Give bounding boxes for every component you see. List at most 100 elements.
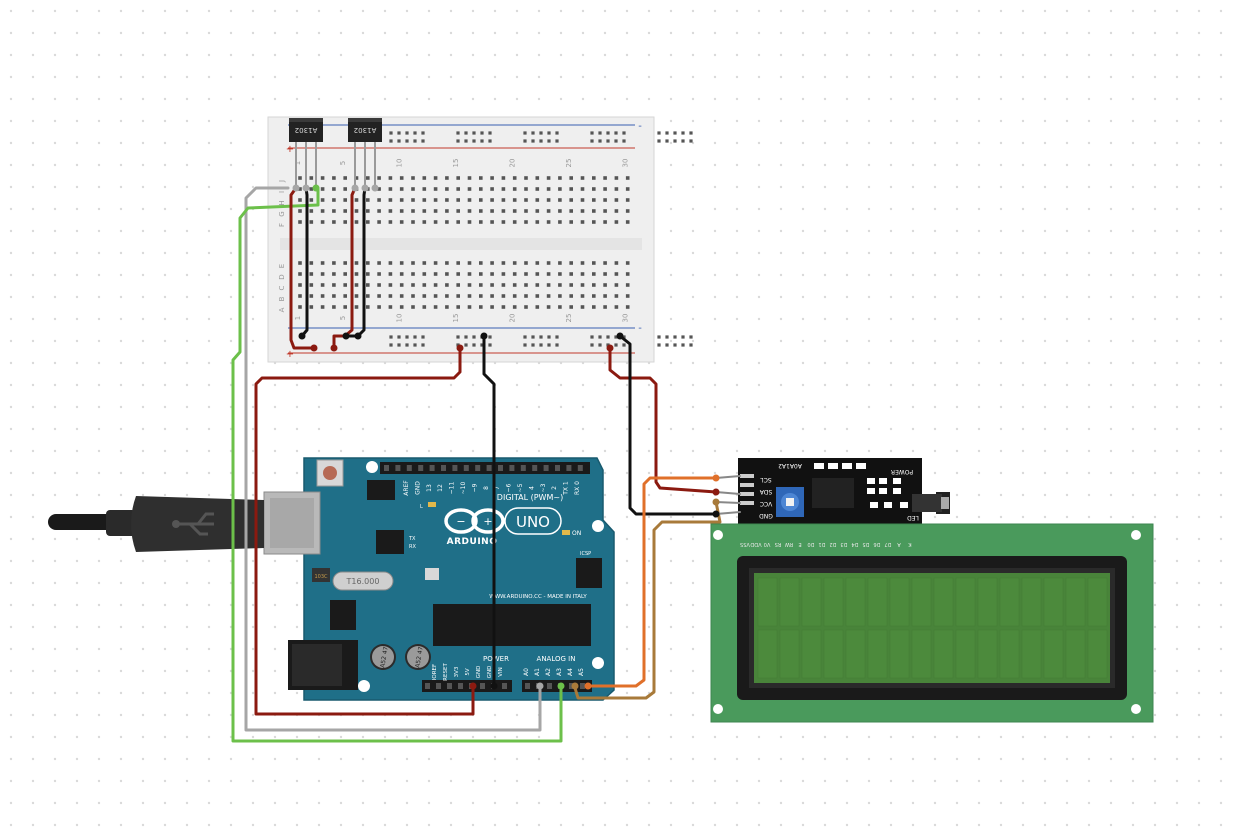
capacitor-2: A52 47 [405,644,431,670]
rail-plus-label: + [286,144,294,155]
lcd-mount-hole-4 [1131,704,1141,714]
crystal [332,571,394,591]
i2c-pin-label: VCC [760,500,772,507]
capacitor-1-text: A52 47 [379,646,390,668]
rail-plus-label-bottom: + [286,349,294,360]
lcd-pin-label: D0 [807,541,814,547]
bb-col-label-top: 20 [509,159,517,168]
wire-sensor1-gnd[interactable] [300,186,309,338]
backpack-power-label: POWER [891,468,913,475]
usb-cable[interactable] [48,496,264,552]
bb-row-label: A [278,307,286,312]
atmega-chip [433,604,591,646]
usb-chip [376,530,404,554]
wire-scl-orange[interactable] [586,476,718,688]
lcd-pin-label: D1 [818,541,825,547]
analog-pin-label: A5 [578,668,585,676]
bb-col-label-bottom: 15 [452,314,460,323]
bb-row-label: I [278,191,286,193]
lcd-pin-label: VDD [750,541,761,547]
bb-row-label: E [278,264,286,268]
analog-pin-label: A0 [523,668,530,676]
wire-endpoints [292,184,720,690]
bb-row-label: F [278,223,286,227]
lcd-mount-hole-1 [713,530,723,540]
digital-pin-label: ~6 [506,483,513,492]
analog-pin-label: A2 [545,668,552,676]
digital-pin-label: ~10 [460,481,467,494]
capacitor-1: A52 47 [370,644,396,670]
wire-gnd-black[interactable] [482,334,496,690]
bb-col-label-top: 15 [452,159,460,168]
power-label: POWER [483,655,509,663]
reset-switch-small[interactable] [425,568,439,580]
wire-gnd-backpack[interactable] [618,334,718,516]
hall-sensor-2[interactable]: A1302 [348,118,382,188]
wire-signal-gray[interactable] [244,186,542,732]
icsp-header[interactable] [576,558,602,588]
bb-col-label-bottom: 20 [509,314,517,323]
wire-sensor1-vcc[interactable] [289,186,316,350]
wire-backpack-leads [715,475,741,515]
lcd-pin-label: A [897,541,901,547]
lcd-pin-label: K [908,541,912,547]
power-pin-label: 5V [465,668,471,675]
regulator-2 [330,600,356,630]
digital-pin-label: ~3 [540,483,547,492]
bb-col-label-top: 5 [339,161,347,165]
arduino-uno-board[interactable]: T16.000 103C A52 47 A52 47 − + ARDUINO U… [263,457,615,701]
bb-row-label: B [278,296,286,301]
bb-row-label: H [278,200,286,205]
rx-label: RX [409,544,416,550]
wire-sda-brown[interactable] [573,500,722,700]
regulator-text: 103C [314,574,328,580]
i2c-pin-label: GND [759,512,773,519]
lcd-pin-label: D6 [873,541,880,547]
wire-5v-red[interactable] [254,346,475,716]
on-label: ON [572,530,581,537]
icsp-header-top[interactable] [367,480,395,500]
power-pin-label: RESET [443,663,449,681]
power-header[interactable] [422,680,512,692]
led-l [428,502,436,507]
rail-minus-label: - [638,121,642,132]
reset-button[interactable] [316,459,344,487]
hall-sensor-1-label: A1302 [295,126,318,134]
wire-vcc-backpack[interactable] [608,346,718,494]
pcf8574-chip [812,478,854,508]
lcd-pin-label: D5 [862,541,869,547]
wires[interactable] [231,186,741,743]
digital-pin-label: RX 0 [574,481,581,495]
lcd-pin-label: V0 [764,541,771,547]
hall-sensor-1[interactable]: A1302 [289,118,323,188]
i2c-pin-label: SCL [760,476,772,483]
bb-row-label: C [278,285,286,290]
address-label: A0A1A2 [778,462,802,469]
bb-row-label: G [278,211,286,216]
l-label: L [420,504,423,510]
svg-text:−: − [456,515,465,528]
breadboard-holes[interactable] [298,131,693,347]
mount-hole-3 [592,657,604,669]
digital-pin-label: ~11 [449,481,456,494]
bb-row-label: J [278,180,286,183]
bb-row-label: D [278,274,286,279]
wire-signal-green[interactable] [231,186,563,743]
hall-sensor-2-label: A1302 [354,126,377,134]
mount-hole-4 [358,680,370,692]
wire-sensor2-vcc[interactable] [332,186,357,350]
wire-sensor2-gnd[interactable] [344,186,367,338]
breadboard-row-labels: J I H G F E D C B A [278,180,286,312]
bb-col-label-bottom: 25 [565,314,573,323]
model-text: UNO [516,513,550,531]
